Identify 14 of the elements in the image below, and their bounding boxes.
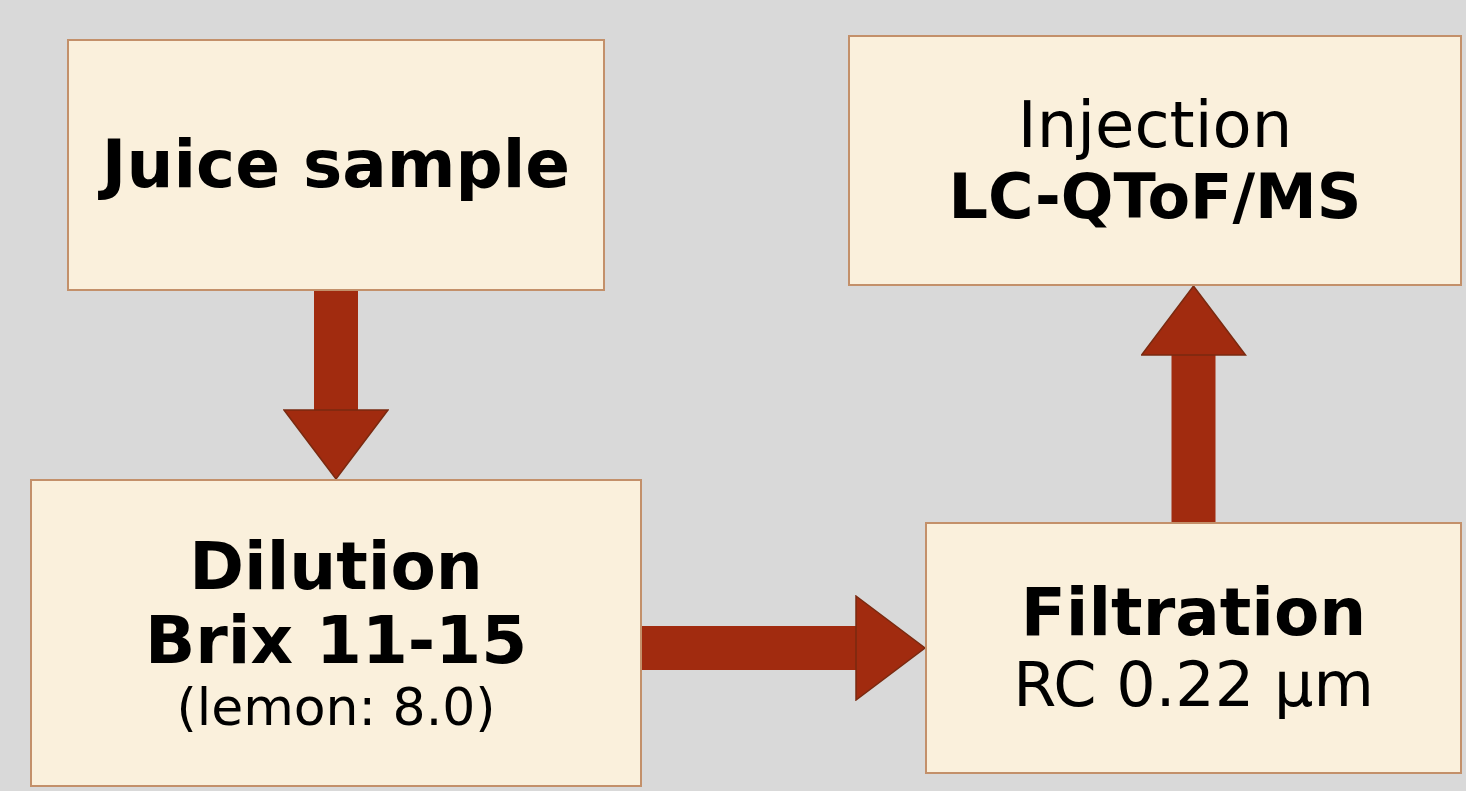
process-box [30, 479, 642, 787]
step-note: (lemon: 8.0) [176, 677, 496, 736]
step-title: Dilution [189, 529, 483, 604]
step-title: Filtration [1020, 576, 1367, 651]
step-parameter: RC 0.22 µm [1013, 650, 1374, 720]
process-box [67, 39, 605, 291]
process-box [925, 522, 1462, 774]
instrument-label: LC-QToF/MS [948, 161, 1362, 232]
step-title: Injection [1017, 89, 1293, 162]
step-parameter: Brix 11-15 [144, 603, 528, 678]
block-arrow [283, 291, 389, 480]
block-arrow [1140, 285, 1247, 522]
process-box [848, 35, 1462, 286]
block-arrow [642, 595, 926, 701]
